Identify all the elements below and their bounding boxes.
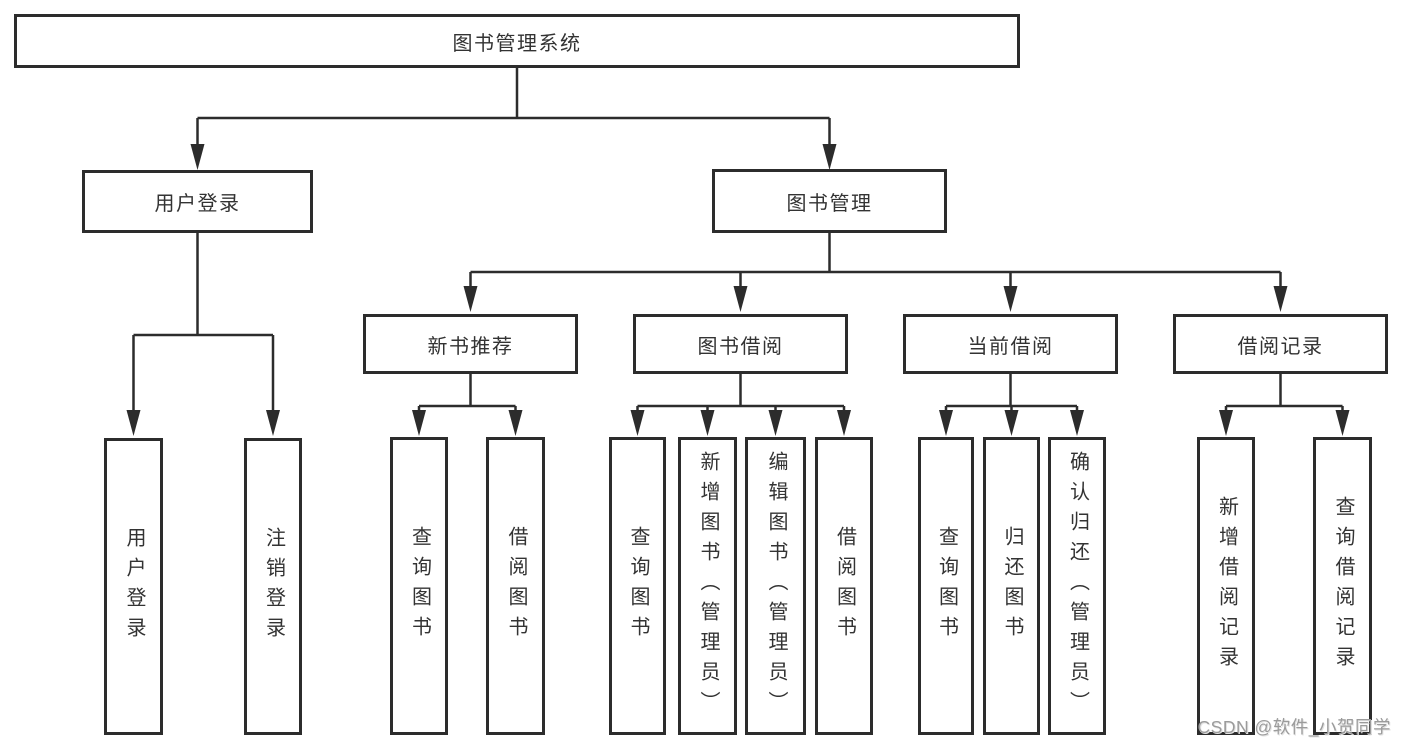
node-book-borrow-label: 图书借阅 [697, 335, 784, 358]
leaf-record-add: 新增借阅记录 [1197, 437, 1255, 735]
node-book-borrow: 图书借阅 [633, 314, 848, 374]
leaf-borrow-borrow-book-label: 借阅图书 [833, 526, 856, 646]
node-book-management: 图书管理 [712, 169, 947, 233]
node-book-management-label: 图书管理 [786, 192, 873, 215]
leaf-current-query-label: 查询图书 [935, 526, 958, 646]
leaf-borrow-add-book: 新增图书（管理员） [678, 437, 737, 735]
leaf-newbook-query: 查询图书 [390, 437, 448, 735]
leaf-current-confirm-return-label: 确认归还（管理员） [1066, 451, 1089, 721]
node-new-book-recommend: 新书推荐 [363, 314, 578, 374]
leaf-current-confirm-return: 确认归还（管理员） [1048, 437, 1106, 735]
leaf-logout: 注销登录 [244, 438, 302, 735]
node-borrow-records: 借阅记录 [1173, 314, 1388, 374]
leaf-record-query-label: 查询借阅记录 [1332, 496, 1354, 676]
node-current-borrow: 当前借阅 [903, 314, 1118, 374]
leaf-record-query: 查询借阅记录 [1313, 437, 1372, 735]
leaf-current-return-label: 归还图书 [1001, 526, 1023, 646]
csdn-watermark: CSDN @软件_小贺同学 [1197, 717, 1391, 737]
leaf-borrow-query-label: 查询图书 [627, 526, 649, 646]
node-user-login-label: 用户登录 [154, 193, 241, 215]
node-root-label: 图书管理系统 [452, 32, 582, 55]
node-user-login: 用户登录 [82, 170, 313, 233]
node-borrow-records-label: 借阅记录 [1237, 335, 1324, 358]
leaf-borrow-edit-book-label: 编辑图书（管理员） [765, 451, 787, 721]
leaf-record-add-label: 新增借阅记录 [1215, 496, 1238, 676]
node-new-book-recommend-label: 新书推荐 [427, 335, 514, 358]
leaf-newbook-query-label: 查询图书 [408, 526, 431, 646]
leaf-user-login-label: 用户登录 [123, 526, 145, 647]
node-current-borrow-label: 当前借阅 [967, 335, 1054, 358]
leaf-newbook-borrow-label: 借阅图书 [505, 526, 527, 646]
arrowheads [126, 144, 1350, 436]
leaf-borrow-borrow-book: 借阅图书 [815, 437, 873, 735]
leaf-user-login: 用户登录 [104, 438, 163, 735]
leaf-borrow-edit-book: 编辑图书（管理员） [745, 437, 806, 735]
leaf-newbook-borrow: 借阅图书 [486, 437, 545, 735]
leaf-borrow-query: 查询图书 [609, 437, 666, 735]
node-root: 图书管理系统 [14, 14, 1020, 68]
leaf-current-return: 归还图书 [983, 437, 1040, 735]
leaf-current-query: 查询图书 [918, 437, 974, 735]
leaf-logout-label: 注销登录 [262, 526, 285, 647]
leaf-borrow-add-book-label: 新增图书（管理员） [697, 451, 719, 721]
